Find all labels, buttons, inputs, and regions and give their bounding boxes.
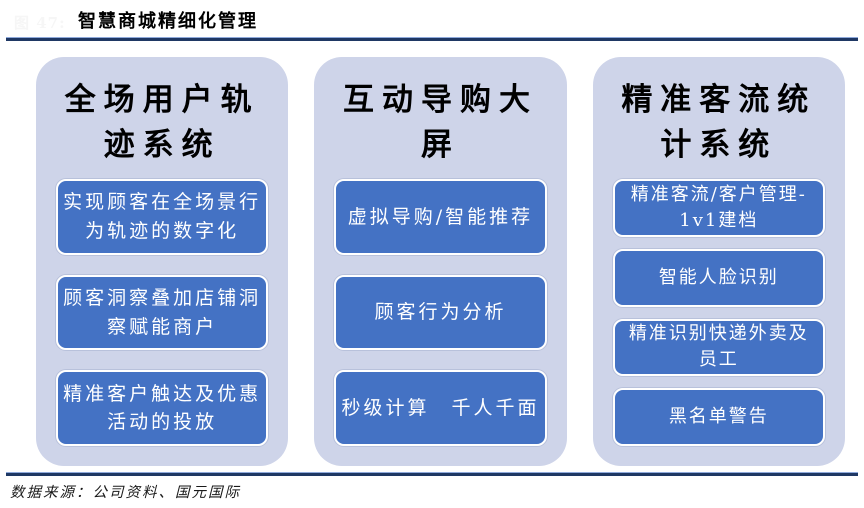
feature-box: 精准客户触达及优惠 活动的投放	[56, 370, 269, 447]
diagram-columns: 全场用户轨 迹系统 实现顾客在全场景行 为轨迹的数字化 顾客洞察叠加店铺洞 察赋…	[36, 57, 845, 466]
figure-header: 图 47: 智慧商城精细化管理	[14, 8, 854, 36]
feature-box: 顾客洞察叠加店铺洞 察赋能商户	[56, 274, 269, 351]
top-divider-line	[6, 37, 858, 41]
feature-box: 虚拟导购/智能推荐	[334, 179, 547, 255]
feature-box: 顾客行为分析	[334, 274, 547, 351]
panel-title: 全场用户轨 迹系统	[64, 82, 260, 163]
panel-title: 互动导购大 屏	[342, 82, 538, 163]
feature-box: 精准客流/客户管理- 1v1建档	[612, 179, 825, 237]
panel-interactive-guide-screen: 互动导购大 屏 虚拟导购/智能推荐 顾客行为分析 秒级计算 千人千面	[314, 57, 567, 466]
panel-feature-list: 实现顾客在全场景行 为轨迹的数字化 顾客洞察叠加店铺洞 察赋能商户 精准客户触达…	[56, 179, 269, 447]
feature-box: 黑名单警告	[612, 388, 825, 446]
feature-box: 秒级计算 千人千面	[334, 370, 547, 447]
panel-precise-traffic-statistics: 精准客流统 计系统 精准客流/客户管理- 1v1建档 智能人脸识别 精准识别快递…	[592, 57, 845, 466]
panel-feature-list: 虚拟导购/智能推荐 顾客行为分析 秒级计算 千人千面	[334, 179, 547, 447]
bottom-divider-line	[6, 472, 858, 476]
figure-footer: 数据来源：公司资料、国元国际	[10, 481, 854, 502]
data-source-text: 数据来源：公司资料、国元国际	[10, 485, 241, 501]
feature-box: 实现顾客在全场景行 为轨迹的数字化	[56, 179, 269, 255]
panel-title: 精准客流统 计系统	[621, 82, 817, 163]
feature-box: 智能人脸识别	[612, 248, 825, 307]
feature-box: 精准识别快递外卖及 员工	[612, 318, 825, 377]
panel-user-trajectory-system: 全场用户轨 迹系统 实现顾客在全场景行 为轨迹的数字化 顾客洞察叠加店铺洞 察赋…	[36, 57, 289, 466]
panel-feature-list: 精准客流/客户管理- 1v1建档 智能人脸识别 精准识别快递外卖及 员工 黑名单…	[612, 179, 825, 446]
page-title: 智慧商城精细化管理	[78, 11, 258, 33]
figure-number-label: 图 47:	[14, 13, 66, 32]
